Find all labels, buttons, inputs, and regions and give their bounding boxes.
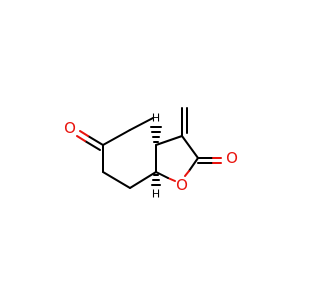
lactone-carbonyl-group xyxy=(197,157,222,164)
bond-c7-c7a xyxy=(129,171,157,189)
atom-o-carbonyl: O xyxy=(226,149,238,167)
bond-o-ketone-red-a xyxy=(79,130,89,137)
stereo-hydrogen-wedges xyxy=(150,126,162,186)
exocyclic-methylene-group xyxy=(181,107,188,137)
atom-labels: O O O H H xyxy=(64,112,238,201)
bond-c3-c2 xyxy=(181,135,199,159)
bond-c5-o-ketone-b xyxy=(84,140,101,151)
bond-o1-c7a xyxy=(155,171,169,179)
bond-o1-c7a-red xyxy=(167,177,176,182)
five-membered-ring-bonds xyxy=(155,135,199,182)
atom-h-3a: H xyxy=(152,112,160,125)
bond-o-ketone-red-b xyxy=(76,135,86,142)
bond-c4-c5 xyxy=(102,129,131,146)
bond-c6-c7 xyxy=(102,171,131,189)
bond-c2-o1-red xyxy=(184,170,190,177)
atom-o-ring: O xyxy=(176,176,188,194)
atom-o-ketone: O xyxy=(64,119,76,137)
six-membered-ring-bonds xyxy=(102,117,157,189)
molecule-structure-diagram: O O O H H xyxy=(64,107,238,201)
bond-c2-o1 xyxy=(188,157,199,172)
bond-c4-c3a xyxy=(129,117,154,131)
bond-c5-o-ketone-a xyxy=(87,135,104,146)
atom-h-7a: H xyxy=(152,188,160,201)
bond-c3a-c3 xyxy=(155,135,183,146)
ketone-group xyxy=(76,130,104,151)
